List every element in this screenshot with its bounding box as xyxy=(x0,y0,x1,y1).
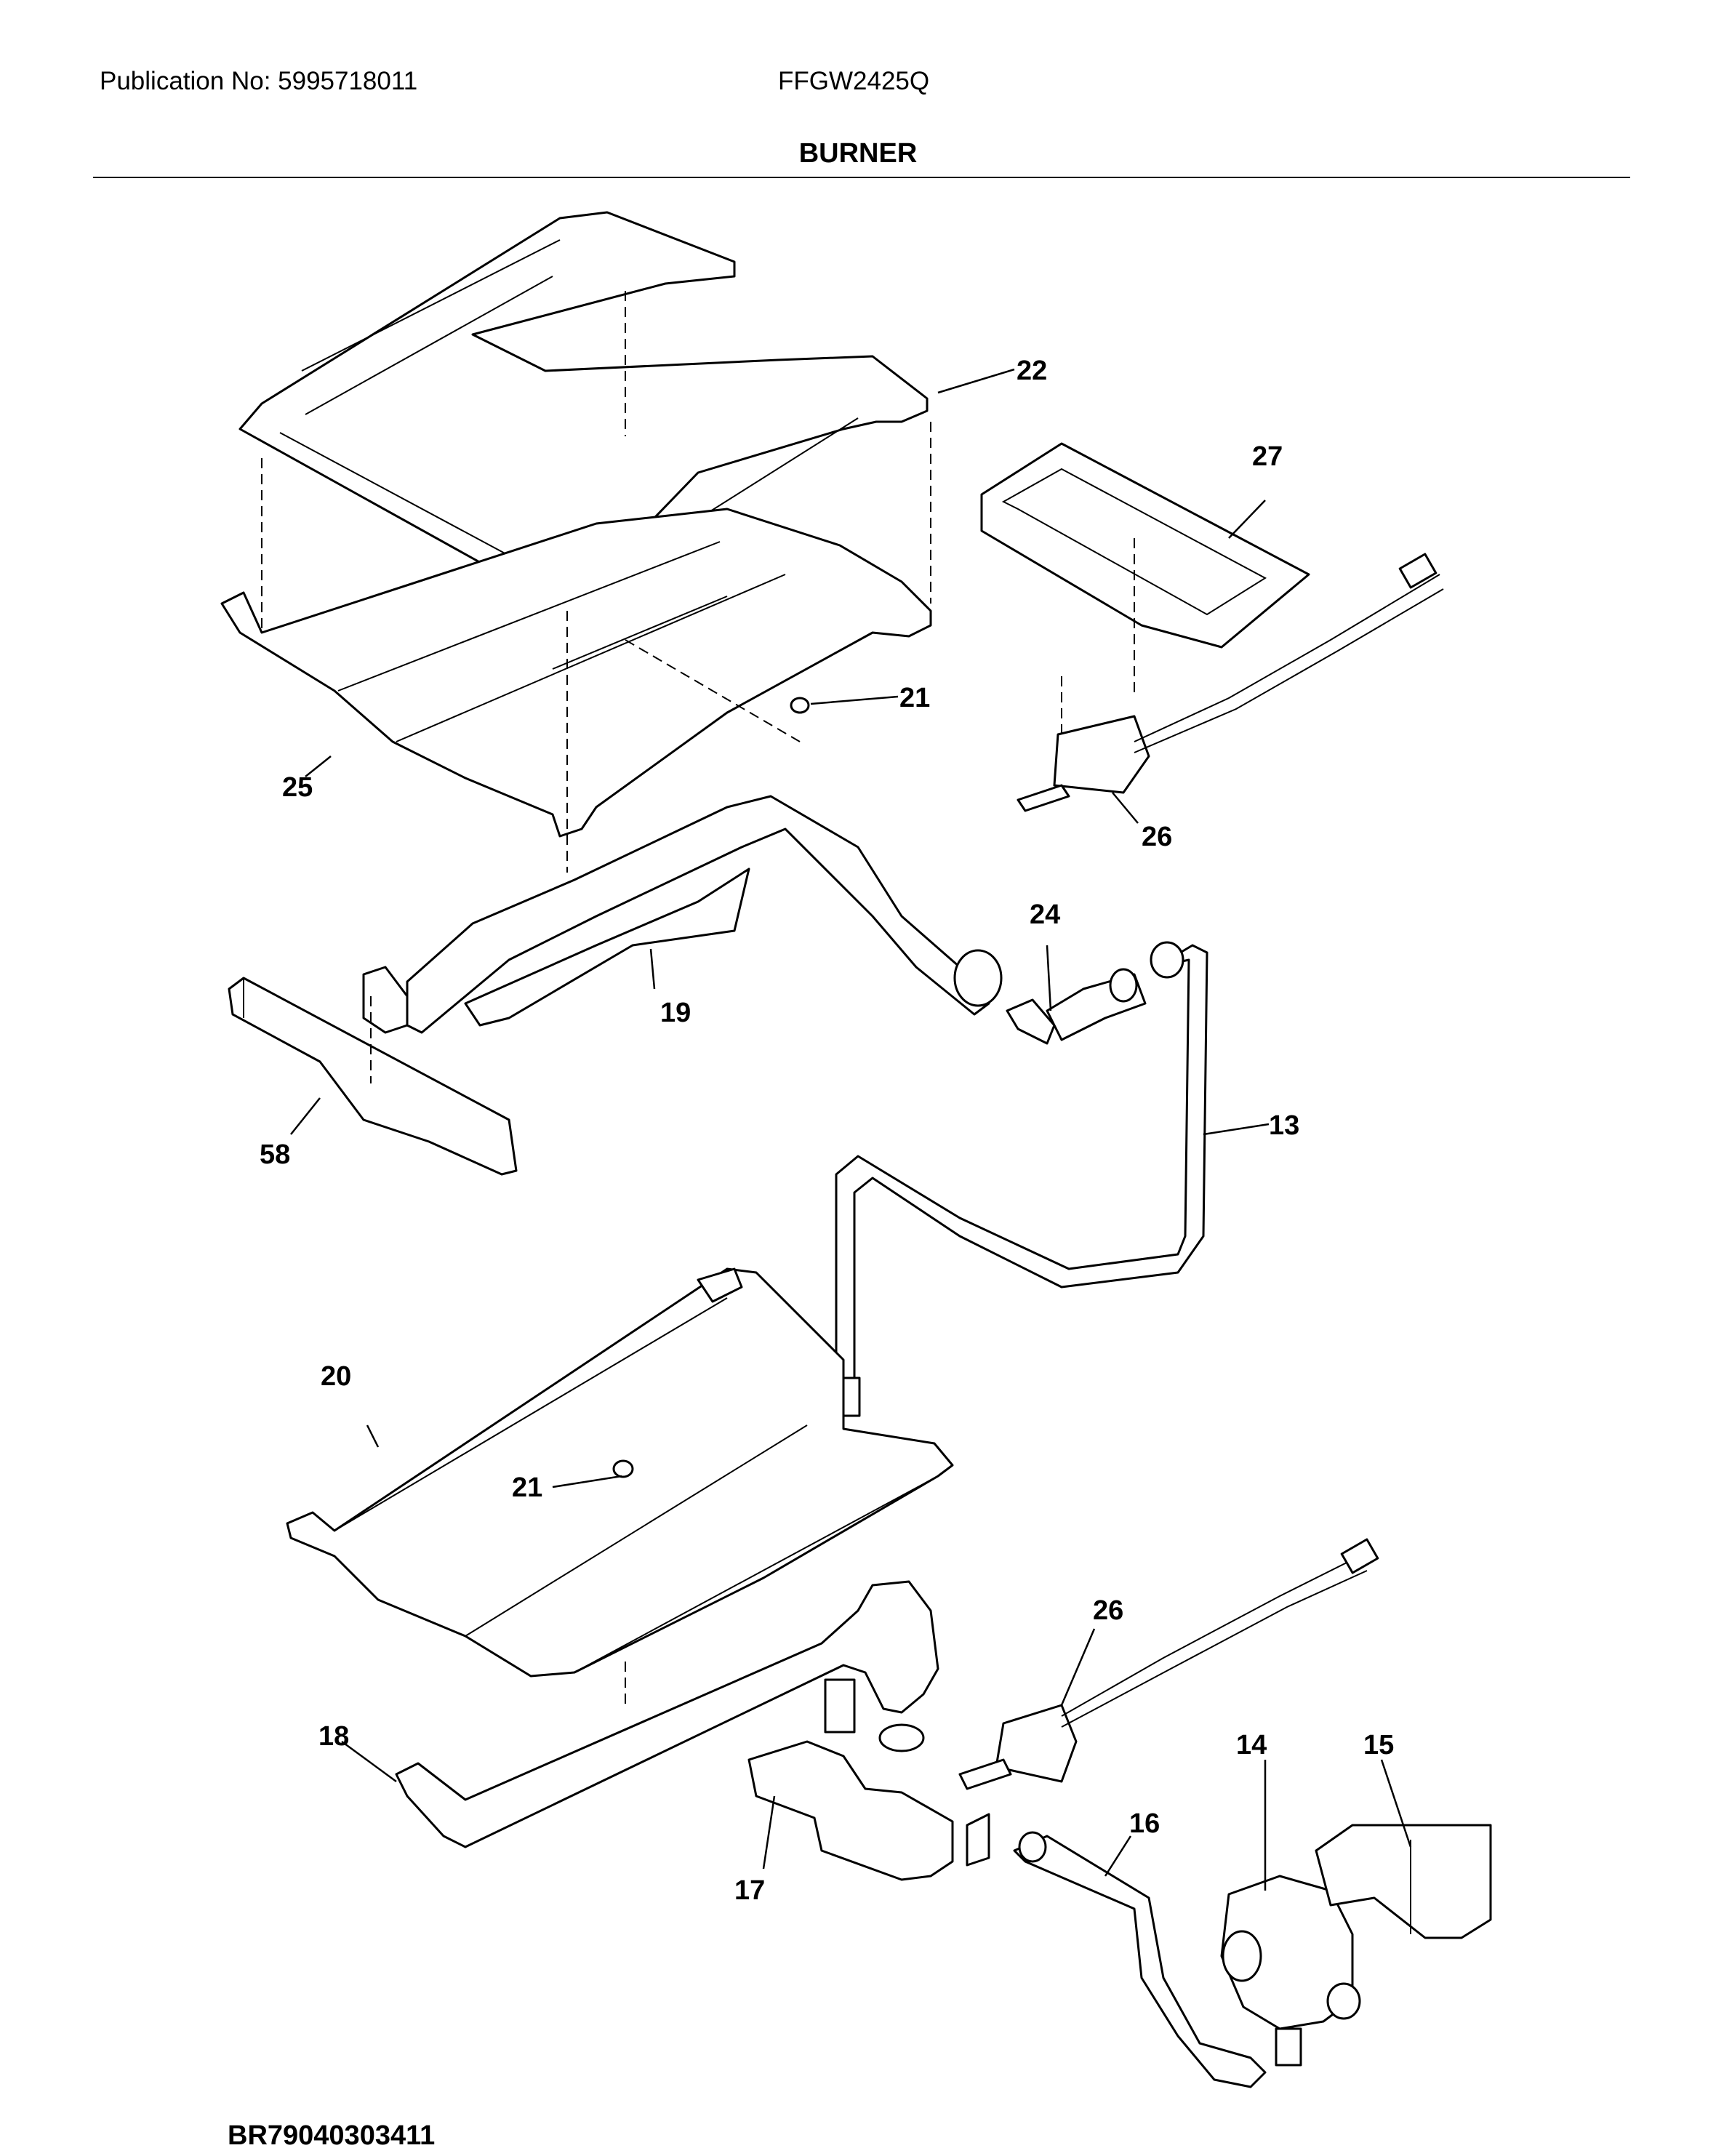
part-19-burner-tube xyxy=(362,795,1003,1034)
part-16-supply-tube xyxy=(1013,1831,1267,2088)
label-21-lower: 21 xyxy=(512,1472,542,1503)
title-divider xyxy=(93,177,1630,178)
leader-lines xyxy=(290,368,1412,1891)
part-14-regulator xyxy=(1220,1875,1361,2067)
part-27-bracket xyxy=(980,442,1310,734)
label-13: 13 xyxy=(1269,1110,1299,1141)
part-17-gas-valve xyxy=(747,1678,990,1881)
part-15-regulator-bracket xyxy=(1315,1824,1492,1939)
part-13-gas-tube xyxy=(829,941,1208,1417)
label-26-upper: 26 xyxy=(1142,822,1172,852)
label-21-upper: 21 xyxy=(899,683,930,713)
model-number: FFGW2425Q xyxy=(778,67,930,95)
label-24: 24 xyxy=(1030,899,1060,930)
label-27: 27 xyxy=(1252,441,1283,472)
label-22: 22 xyxy=(1017,356,1047,386)
label-25: 25 xyxy=(282,772,313,803)
label-18: 18 xyxy=(318,1721,349,1752)
part-26-igniter-lower xyxy=(958,1538,1379,1790)
part-labels: 22 27 21 25 26 24 19 13 58 20 21 26 18 1… xyxy=(260,356,1394,1906)
page-title: BURNER xyxy=(798,138,918,169)
part-24-orifice-fitting xyxy=(1006,968,1147,1045)
part-21-nut-lower xyxy=(612,1459,634,1478)
label-20: 20 xyxy=(321,1361,351,1392)
label-16: 16 xyxy=(1129,1808,1160,1839)
part-58-support-bracket xyxy=(228,977,518,1176)
part-25-burner-shield xyxy=(220,508,932,873)
label-14: 14 xyxy=(1236,1730,1267,1760)
label-58: 58 xyxy=(260,1139,290,1170)
label-26-lower: 26 xyxy=(1093,1595,1123,1626)
part-18-lower-burner-tube xyxy=(395,1580,939,1848)
label-19: 19 xyxy=(660,998,691,1028)
part-21-nut-upper xyxy=(790,697,810,714)
publication-number: Publication No: 5995718011 xyxy=(100,67,418,95)
diagram-code: BR79040303411 xyxy=(228,2120,436,2151)
part-26-igniter-upper xyxy=(1017,553,1444,812)
label-17: 17 xyxy=(734,1875,765,1906)
label-15: 15 xyxy=(1363,1730,1394,1760)
